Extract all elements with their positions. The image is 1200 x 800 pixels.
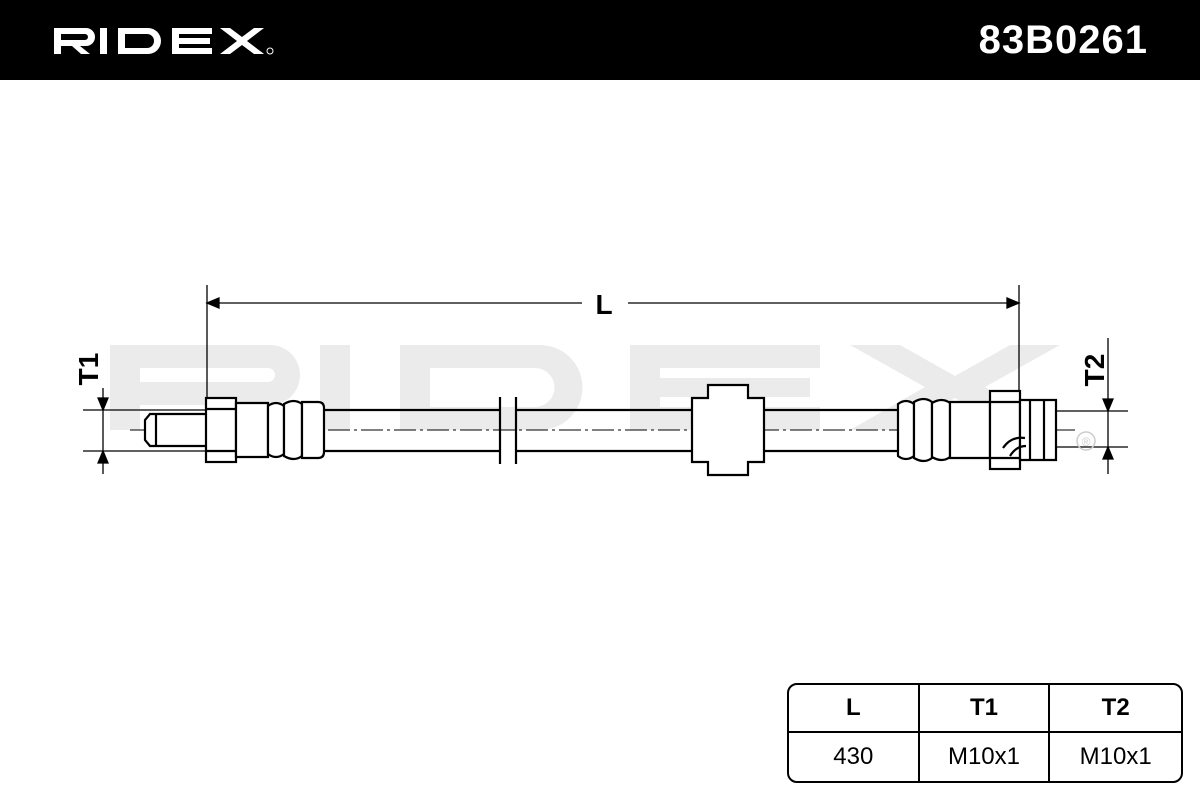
dimension-l — [205, 285, 1021, 398]
right-fitting — [896, 389, 1058, 471]
mounting-bracket — [690, 383, 766, 477]
hose-body — [324, 397, 898, 464]
dimension-t1 — [83, 388, 208, 474]
spec-value-t2: M10x1 — [1079, 743, 1152, 770]
length-label: L — [595, 289, 612, 320]
dimension-t2 — [1055, 338, 1128, 474]
registered-mark: ® — [1076, 431, 1096, 451]
left-fitting — [143, 396, 326, 464]
spec-header-t2: T2 — [1050, 685, 1181, 733]
brake-hose-drawing: T1 L T2 — [73, 285, 1128, 477]
svg-text:®: ® — [1082, 435, 1091, 449]
spec-value-l: 430 — [789, 733, 920, 781]
header-bar: 83B0261 — [0, 0, 1200, 80]
spec-header-t1: T1 — [919, 685, 1051, 733]
spec-header-l: L — [789, 685, 920, 733]
ridex-logo — [54, 28, 274, 55]
spec-table: L T1 T2 430 M10x1 M10x1 — [787, 683, 1183, 783]
t2-label: T2 — [1079, 354, 1110, 387]
t1-label: T1 — [73, 353, 104, 386]
part-number: 83B0261 — [978, 18, 1148, 62]
spec-value-t1: M10x1 — [920, 733, 1051, 781]
